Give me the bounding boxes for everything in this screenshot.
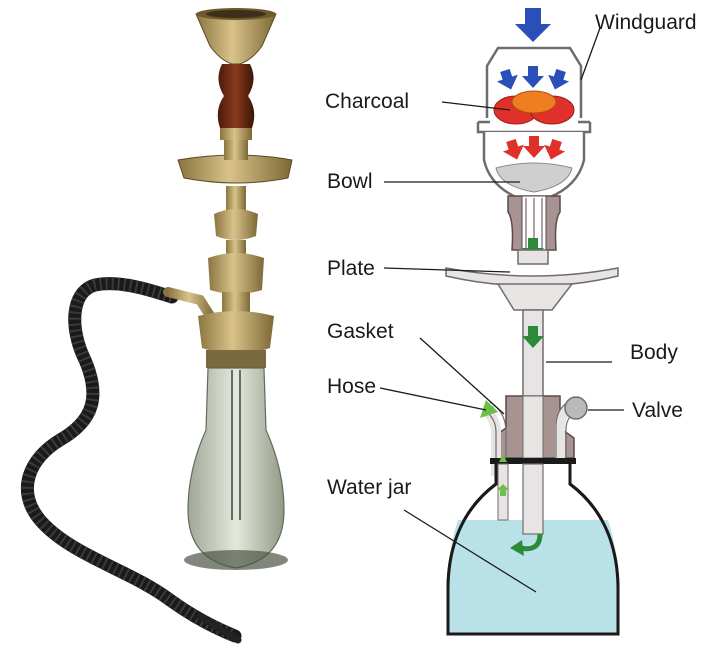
bubble-curve-arrow [519, 533, 543, 552]
valve [564, 396, 588, 420]
label-windguard: Windguard [595, 11, 697, 34]
hose-port [481, 405, 501, 476]
water [448, 520, 618, 634]
plate [445, 267, 619, 287]
hose-up-arrow-1 [499, 454, 507, 462]
label-water-jar: Water jar [327, 476, 411, 499]
label-gasket: Gasket [327, 320, 394, 343]
label-hose: Hose [327, 375, 376, 398]
heat-arrows [502, 136, 566, 160]
photo-bowl [195, 13, 277, 65]
hose-illustration [20, 277, 242, 643]
pointer-lines [379, 27, 624, 593]
label-body: Body [630, 341, 678, 364]
plate-funnel [496, 283, 574, 311]
photo-glass-jar [187, 367, 285, 569]
hose-up-arrow-2 [497, 484, 509, 496]
label-bowl: Bowl [327, 170, 373, 193]
windguard [485, 46, 583, 118]
hookah-schematic: Windguard Charcoal Bowl Plate Gasket Bod… [325, 8, 697, 636]
charcoal [493, 90, 575, 125]
photo-plate [177, 154, 293, 184]
air-flow-arrows [496, 66, 570, 90]
bowl-tobacco [495, 162, 573, 193]
mouthpiece [196, 612, 242, 644]
jar-neck-band [490, 458, 576, 464]
label-valve: Valve [632, 399, 683, 422]
label-charcoal: Charcoal [325, 90, 409, 113]
hookah-photo [20, 8, 293, 644]
label-plate: Plate [327, 257, 375, 280]
photo-wood-stem [217, 64, 255, 128]
air-in-arrow [515, 8, 551, 42]
smoke-arrow-1 [522, 238, 544, 260]
